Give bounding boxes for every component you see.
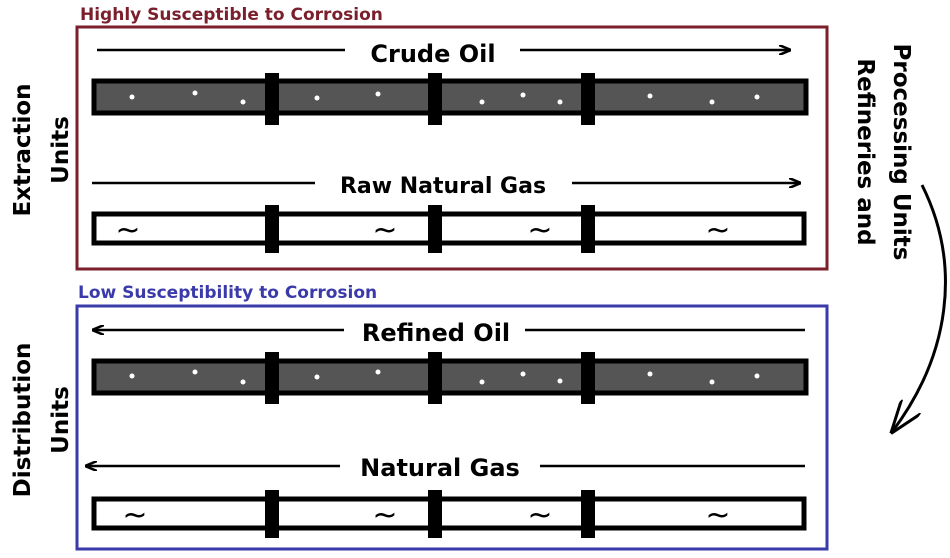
gas-wave-icon: ~ bbox=[705, 498, 730, 533]
gas-wave-icon: ~ bbox=[705, 213, 730, 248]
pipe-coupling bbox=[265, 490, 279, 538]
pipe-coupling bbox=[581, 352, 595, 404]
oil-particles bbox=[129, 90, 760, 105]
distribution-units-label: Distribution Units bbox=[10, 343, 74, 498]
side-label-line2: Units bbox=[48, 386, 74, 454]
gas-wave-icon: ~ bbox=[527, 498, 552, 533]
pipe-coupling bbox=[581, 73, 595, 125]
pipe-coupling bbox=[265, 73, 279, 125]
right-label-line2: Processing Units bbox=[888, 44, 914, 261]
pipe-coupling bbox=[428, 205, 442, 253]
refined-oil-label: Refined Oil bbox=[362, 319, 510, 347]
pipe-body bbox=[91, 211, 807, 246]
natural-gas-label: Natural Gas bbox=[360, 454, 520, 482]
pipe-body bbox=[91, 358, 809, 396]
bottom-section-frame bbox=[75, 304, 829, 551]
extraction-units-label: Extraction Units bbox=[10, 83, 74, 216]
refined-oil-pipe bbox=[91, 352, 809, 404]
gas-wave-icon: ~ bbox=[527, 213, 552, 248]
pipe-coupling bbox=[581, 490, 595, 538]
pipe-coupling bbox=[581, 205, 595, 253]
process-flow-arrow bbox=[892, 184, 947, 432]
raw-natural-gas-label: Raw Natural Gas bbox=[340, 174, 546, 199]
side-label-line1: Distribution bbox=[10, 343, 36, 498]
crude-oil-label: Crude Oil bbox=[370, 40, 495, 68]
pipe-coupling bbox=[265, 205, 279, 253]
pipe-coupling bbox=[265, 352, 279, 404]
gas-wave-icon: ~ bbox=[115, 213, 140, 248]
pipe-coupling bbox=[428, 490, 442, 538]
bottom-section-title: Low Susceptibility to Corrosion bbox=[78, 283, 377, 303]
top-section-title: Highly Susceptible to Corrosion bbox=[80, 5, 383, 25]
raw-gas-pipe: ~ ~ ~ ~ bbox=[91, 205, 807, 253]
gas-wave-icon: ~ bbox=[372, 498, 397, 533]
crude-oil-pipe bbox=[91, 73, 809, 125]
top-section-frame bbox=[75, 25, 829, 271]
pipe-coupling bbox=[428, 352, 442, 404]
natural-gas-pipe: ~ ~ ~ ~ bbox=[91, 490, 807, 538]
refineries-label: Refineries and Processing Units bbox=[852, 44, 914, 261]
pipe-body bbox=[91, 78, 809, 116]
side-label-line1: Extraction bbox=[10, 83, 36, 216]
gas-wave-icon: ~ bbox=[122, 498, 147, 533]
oil-particles bbox=[129, 369, 760, 385]
pipe-body bbox=[91, 496, 807, 531]
gas-wave-icon: ~ bbox=[372, 213, 397, 248]
right-label-line1: Refineries and bbox=[852, 58, 878, 245]
side-label-line2: Units bbox=[48, 116, 74, 184]
pipe-coupling bbox=[428, 73, 442, 125]
